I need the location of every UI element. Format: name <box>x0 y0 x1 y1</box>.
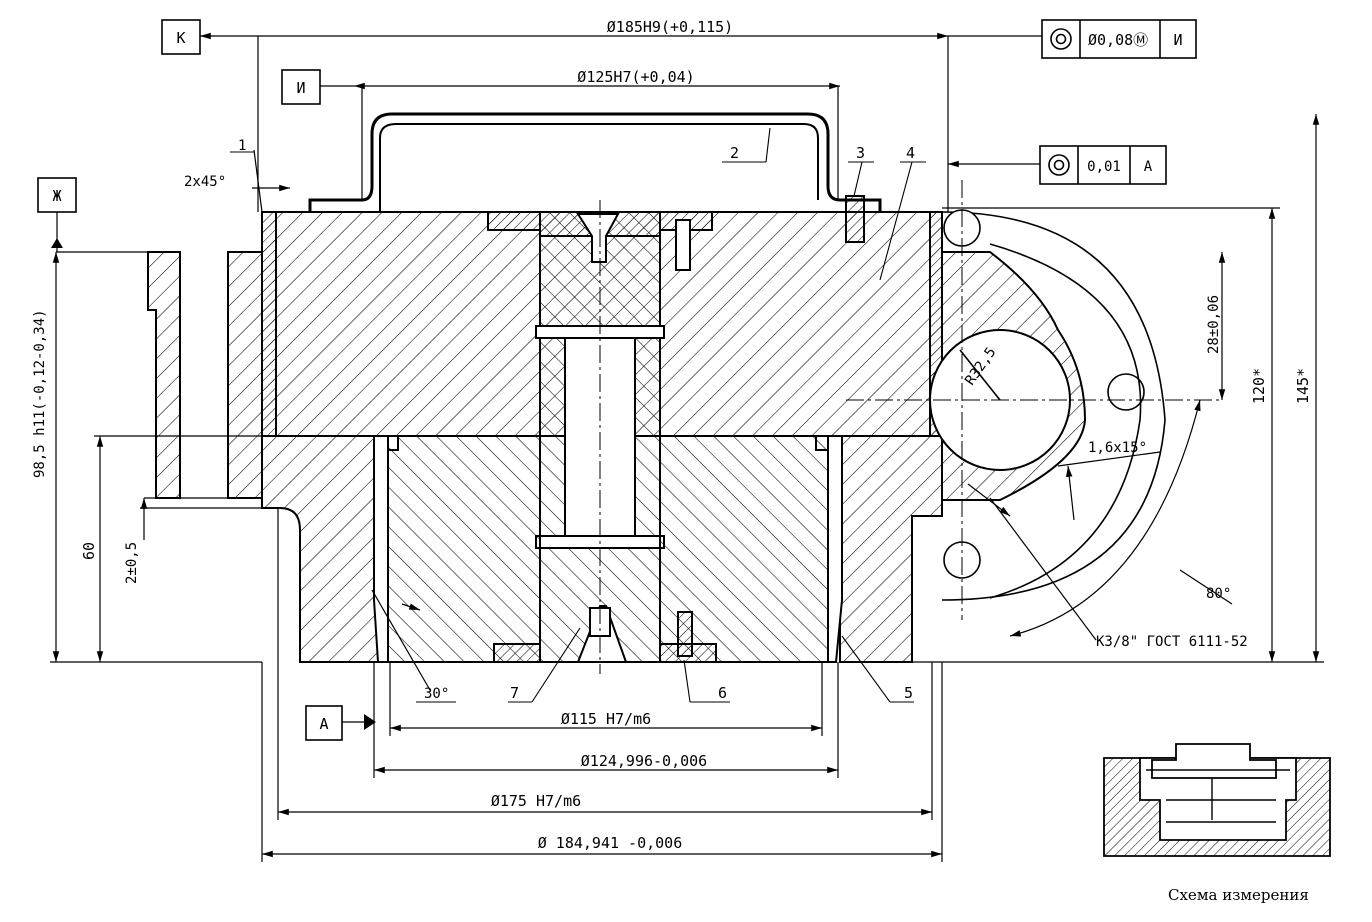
dim-h2: 2±0,5 <box>124 542 140 584</box>
dim-chamfer2: 1,6x15° <box>1088 440 1147 456</box>
measurement-scheme-caption: Схема измерения <box>1168 886 1309 904</box>
datum-a-label: А <box>319 715 328 733</box>
screw-top <box>675 219 691 271</box>
countersink-top <box>576 213 620 263</box>
part-leaders <box>230 127 926 703</box>
lower-body <box>261 435 381 663</box>
tolerance-side-datum: А <box>1144 159 1153 175</box>
measurement-scheme <box>1103 743 1331 857</box>
tolerance-top-value: Ø0,08Ⓜ <box>1088 31 1148 49</box>
dim-chamfer: 2x45° <box>184 174 226 190</box>
part-number-5: 5 <box>904 684 913 702</box>
datum-zh: Ж <box>37 177 77 252</box>
datum-i: И <box>281 69 354 105</box>
part-number-4: 4 <box>906 144 915 162</box>
tolerance-top-datum: И <box>1173 31 1182 49</box>
screw-6 <box>677 611 693 657</box>
lower-body-right <box>830 435 943 663</box>
part-number-3: 3 <box>856 144 865 162</box>
screw-3 <box>845 195 865 243</box>
scheme-part <box>1151 743 1277 779</box>
datum-k-label: К <box>176 29 185 47</box>
left-ring-2 <box>227 251 263 499</box>
part-number-1: 1 <box>238 138 246 154</box>
concentricity-icon-2 <box>1048 154 1070 176</box>
datum-a: А <box>305 705 376 741</box>
concentricity-icon <box>1050 28 1072 50</box>
liner-left <box>261 211 277 437</box>
dim-d120: 120* <box>1250 368 1268 404</box>
dim-d115: Ø115 H7/m6 <box>561 710 651 728</box>
r32-leader <box>959 349 1001 401</box>
lower-center-right <box>659 435 829 663</box>
dim-d124: Ø124,996-0,006 <box>581 752 707 770</box>
dim-h60: 60 <box>80 542 98 560</box>
dim-d125: Ø125H7(+0,04) <box>577 68 694 86</box>
tolerance-frame-top <box>1041 19 1197 59</box>
part-number-2: 2 <box>730 144 739 162</box>
dim-thread: К3/8" ГОСТ 6111-52 <box>1096 634 1248 650</box>
cover-plate <box>308 112 882 212</box>
dim-angle30: 30° <box>424 686 449 702</box>
tolerance-frame-side <box>1039 145 1167 185</box>
part-number-7: 7 <box>510 684 519 702</box>
dimension-lines <box>50 32 1324 862</box>
dim-d184: Ø 184,941 -0,006 <box>538 834 683 852</box>
tolerance-side-value: 0,01 <box>1087 159 1121 175</box>
datum-zh-label: Ж <box>52 187 61 205</box>
dim-d145: 145* <box>1294 368 1312 404</box>
dim-d185: Ø185H9(+0,115) <box>607 18 733 36</box>
datum-k: К <box>161 19 201 55</box>
side-view <box>929 209 1166 601</box>
lower-center <box>387 435 541 663</box>
dim-d28: 28±0,06 <box>1206 295 1222 354</box>
cover-plate-inner <box>379 123 819 212</box>
datum-i-label: И <box>296 79 305 97</box>
dim-angle80: 80° <box>1206 586 1231 602</box>
part-number-6: 6 <box>718 684 727 702</box>
left-ring <box>147 251 181 499</box>
dim-h98: 98,5 h11(-0,12-0,34) <box>32 309 48 478</box>
dim-d175: Ø175 H7/m6 <box>491 792 581 810</box>
main-section <box>147 112 943 663</box>
